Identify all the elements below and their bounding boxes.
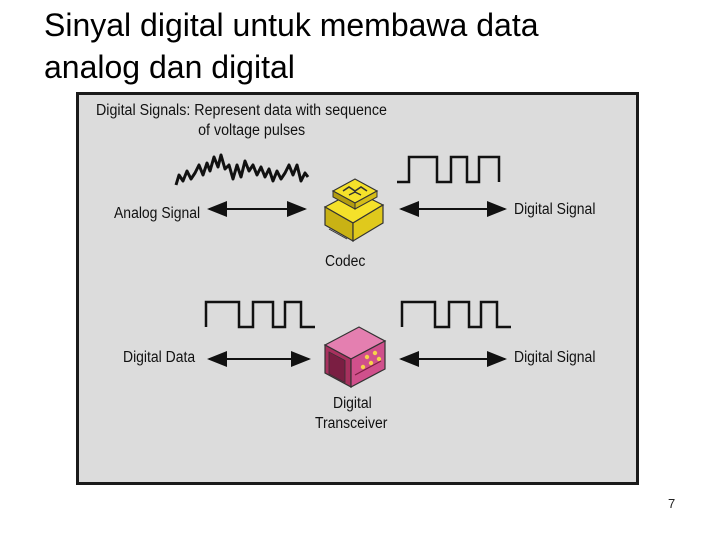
digital-signal-label-top: Digital Signal	[514, 201, 596, 218]
digital-data-label: Digital Data	[123, 349, 196, 366]
digital-signal-label-bottom: Digital Signal	[514, 349, 596, 366]
diagram-art	[174, 153, 511, 389]
square-wave-icon	[400, 300, 511, 329]
analog-signal-label: Analog Signal	[114, 205, 201, 222]
transceiver-box-icon	[323, 326, 387, 389]
transceiver-label-line-2: Transceiver	[315, 415, 388, 432]
slide-title: Sinyal digital untuk membawa data analog…	[44, 7, 539, 85]
page-number: 7	[668, 496, 676, 511]
square-wave-icon	[397, 155, 501, 184]
square-wave-icon	[204, 300, 315, 329]
codec-chip-icon	[323, 178, 385, 243]
figure-caption: Digital Signals: Represent data with seq…	[96, 101, 387, 141]
codec-label: Codec	[325, 253, 366, 270]
figure-caption-line-2: of voltage pulses	[198, 122, 306, 139]
figure-caption-line-1: Digital Signals: Represent data with seq…	[96, 102, 387, 119]
signal-diagram: Digital Signals: Represent data with seq…	[76, 92, 639, 485]
analog-wave-icon	[174, 153, 310, 186]
transceiver-label-line-1: Digital	[333, 395, 372, 412]
